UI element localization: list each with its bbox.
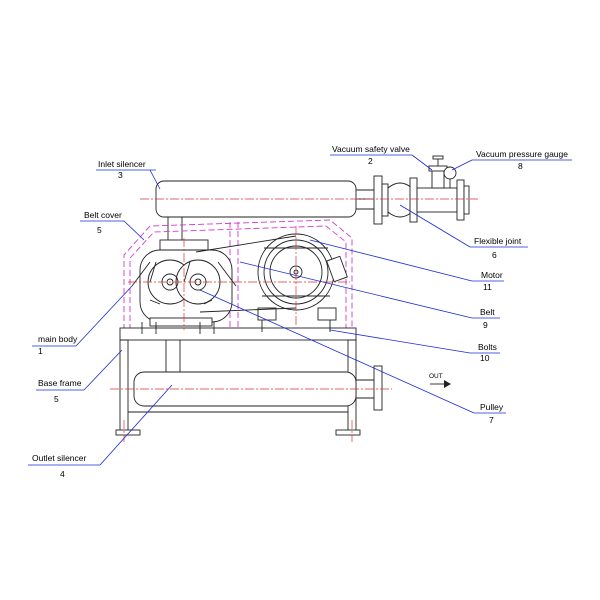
outlet-silencer-label: Outlet silencer [32, 453, 86, 463]
belt-cover-label: Belt cover [84, 210, 122, 220]
pulley-number: 7 [489, 415, 494, 425]
inlet-silencer-label: Inlet silencer [98, 159, 146, 169]
bolts-number: 10 [480, 353, 490, 363]
motor-number: 11 [483, 282, 492, 292]
motor-label: Motor [481, 270, 503, 280]
base-frame-label: Base frame [38, 378, 82, 388]
vacuum-pressure-gauge-number: 8 [518, 161, 523, 171]
callout-labels: Inlet silencer 3 Vacuum safety valve 2 V… [32, 144, 568, 479]
belt-cover-number: 5 [97, 225, 102, 235]
out-flow-marker: OUT [429, 373, 451, 388]
belt-drawing [195, 235, 297, 313]
leader-lines [28, 154, 572, 466]
base-frame-number: 5 [54, 394, 59, 404]
flexible-joint-number: 6 [492, 250, 497, 260]
pulley-label: Pulley [480, 402, 504, 412]
vacuum-pressure-gauge-label: Vacuum pressure gauge [476, 149, 568, 159]
vacuum-pipe-drawing [373, 155, 470, 225]
outlet-silencer-drawing [133, 340, 383, 411]
flexible-joint-label: Flexible joint [474, 236, 522, 246]
vacuum-safety-valve-label: Vacuum safety valve [332, 144, 410, 154]
inlet-silencer-number: 3 [118, 170, 123, 180]
main-body-number: 1 [38, 346, 43, 356]
bolts-label: Bolts [478, 342, 497, 352]
main-body-label: main body [38, 334, 78, 344]
base-frame-drawing [115, 320, 361, 436]
outlet-silencer-number: 4 [60, 469, 65, 479]
out-label: OUT [429, 373, 443, 380]
vacuum-safety-valve-number: 2 [368, 156, 373, 166]
centerlines [110, 198, 478, 442]
belt-number: 9 [483, 320, 488, 330]
belt-label: Belt [480, 307, 495, 317]
